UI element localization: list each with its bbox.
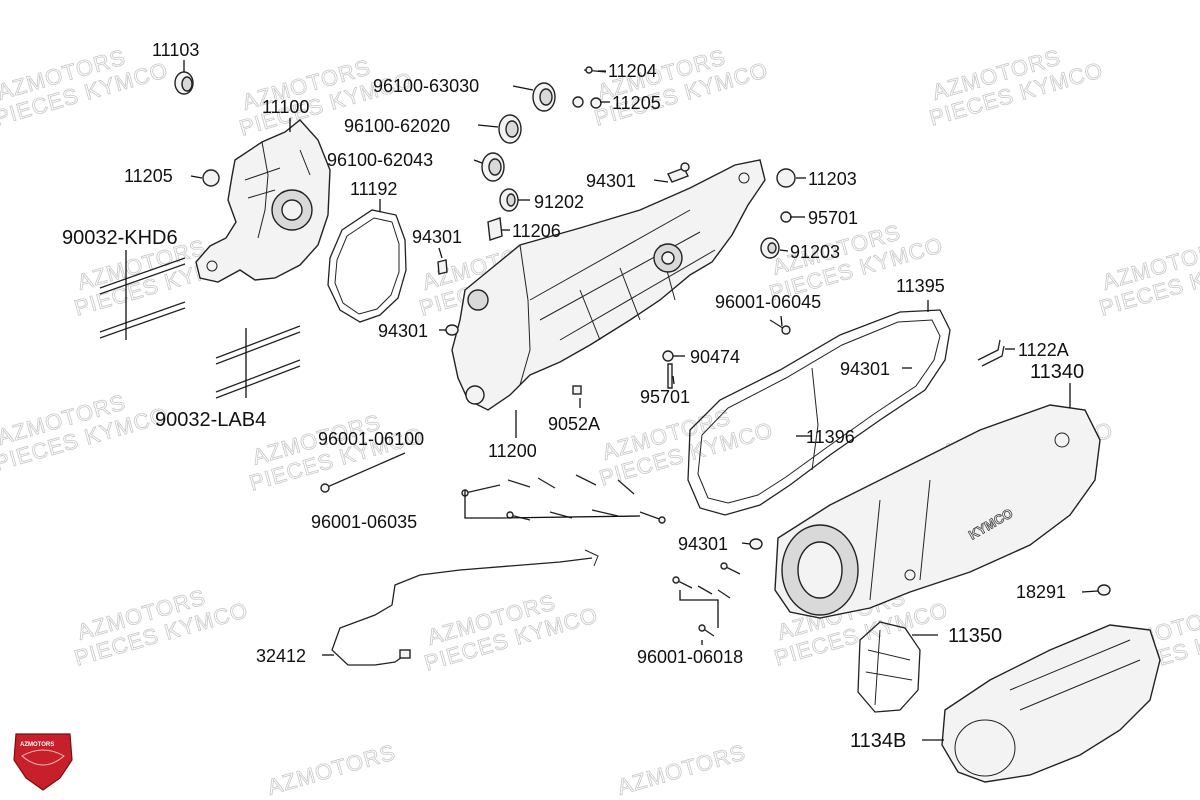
oil-seal-91203 [760,237,780,259]
part-labels: 11103 11100 11205 11192 90032-KHD6 90032… [62,40,1084,752]
label-11100: 11100 [262,97,309,117]
dowel-94301-bottom [749,538,763,550]
plug-18291 [1097,584,1111,596]
label-96001-06035: 96001-06035 [311,512,417,532]
watermark-line1: AZMOTORS [264,739,398,799]
label-96100-62043: 96100-62043 [327,150,433,170]
label-32412: 32412 [256,646,306,666]
label-96100-62020: 96100-62020 [344,116,450,136]
label-1122a: 1122A [1018,340,1069,360]
label-91203: 91203 [790,242,840,262]
plate-11350 [857,621,921,713]
watermark-line1: AZMOTORS [614,739,748,799]
bearing-96100-62043 [481,152,505,182]
bolt-96001-06100 [320,452,406,493]
logo-text: AZMOTORS [20,742,54,748]
bushing-11103 [174,71,194,95]
label-90474: 90474 [690,347,740,367]
label-96001-06018: 96001-06018 [637,647,743,667]
bolts-96001-06018 [672,562,741,637]
label-94301-mid: 94301 [412,227,462,247]
studs-90032-khd6 [99,257,186,339]
label-96001-06045: 96001-06045 [715,292,821,312]
label-11204: 11204 [608,61,657,81]
label-11205-left: 11205 [124,166,173,186]
wire-32412 [331,549,599,666]
hose-1122a [977,339,1005,367]
azmotors-logo: AZMOTORS [13,733,73,791]
leader-lines [125,60,1099,741]
washer-90474 [662,350,674,362]
label-9052a: 9052A [548,414,600,434]
dowel-94301-top [667,162,690,183]
label-11205-right: 11205 [612,93,661,113]
label-94301-lower: 94301 [378,321,428,341]
label-11396: 11396 [806,427,855,447]
washer-95701-top [780,211,792,223]
label-11192: 11192 [350,179,397,199]
pin-11204 [583,66,607,74]
label-96100-63030: 96100-63030 [373,76,479,96]
bolt-96001-06045 [769,319,791,335]
label-96001-06100: 96001-06100 [318,429,424,449]
outer-cover-1134b [941,624,1161,783]
label-18291: 18291 [1016,582,1066,602]
label-95701-top: 95701 [808,208,858,228]
label-95701-bottom: 95701 [640,387,690,407]
gasket-11396 [697,319,941,504]
label-11206: 11206 [512,221,561,241]
dowel-11205-left [202,169,220,187]
gasket-11192 [327,209,407,323]
label-90032-lab4: 90032-LAB4 [155,409,266,431]
label-11395: 11395 [896,276,945,296]
dowel-94301-lower [445,324,459,336]
label-94301-top: 94301 [586,171,636,191]
clip-11206 [487,217,503,241]
bearing-96100-62020 [498,114,522,144]
dowel-94301-mid [437,259,448,275]
gasket-11395 [687,309,951,516]
label-11103: 11103 [152,40,199,60]
bearing-96100-63030 [532,82,556,112]
oil-seal-91202 [499,188,519,212]
label-90032-khd6: 90032-KHD6 [62,227,178,249]
crankcase-right-11200 [451,159,766,411]
label-11203: 11203 [808,169,857,189]
crankcase-left-11100 [195,119,331,283]
plug-9052a [572,385,582,395]
label-91202: 91202 [534,192,584,212]
label-11200: 11200 [488,441,537,461]
bushing-11203 [776,168,796,188]
dowel-11205-right [572,96,602,109]
label-11340: 11340 [1030,361,1084,383]
label-1134b: 1134B [850,730,906,752]
cover-11340: KYMCO [774,404,1101,619]
label-94301-bottom: 94301 [678,534,728,554]
label-94301-right: 94301 [840,359,890,379]
studs-90032-lab4 [215,325,301,399]
label-11350: 11350 [948,625,1002,647]
bolt-95701 [667,363,673,389]
